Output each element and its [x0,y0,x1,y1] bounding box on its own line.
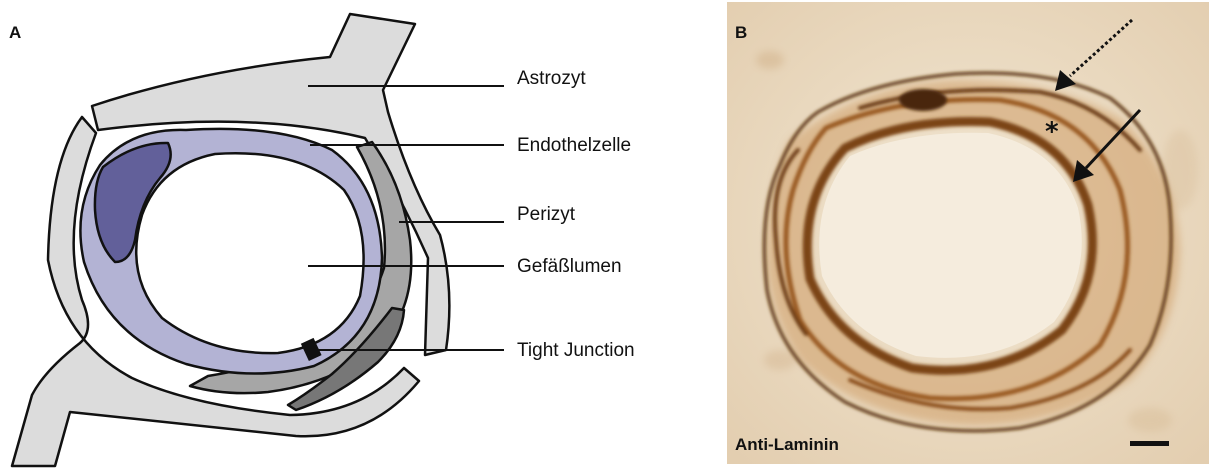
label-perizyt: Perizyt [517,204,576,225]
label-endothelzelle: Endothelzelle [517,135,631,156]
astrocyte-left-foot [12,117,419,466]
label-tight-junction: Tight Junction [517,340,635,361]
label-astrozyt: Astrozyt [517,68,586,89]
panel-a: A Astrozyt Endothelzelle Perizyt G [9,14,635,466]
asterisk-marker: * [1045,117,1059,147]
label-gefaesslumen: Gefäßlumen [517,256,622,277]
panel-a-letter: A [9,23,21,42]
stained-nucleus-spot [899,89,947,111]
panel-b: * B Anti-Laminin [727,2,1209,464]
vessel-lumen [819,133,1082,358]
scale-bar [1130,441,1169,446]
stain-label: Anti-Laminin [735,435,839,454]
panel-b-letter: B [735,23,747,42]
